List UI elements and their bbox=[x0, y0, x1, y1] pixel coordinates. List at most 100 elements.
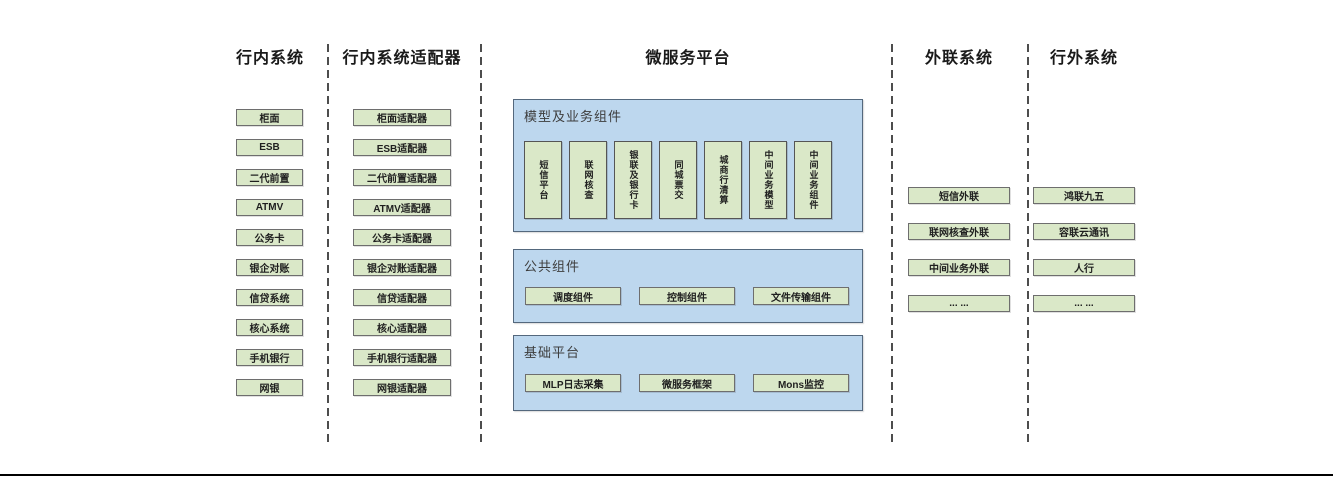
internal-system-box: ESB bbox=[236, 139, 303, 156]
external-link-box: ... ... bbox=[908, 295, 1010, 312]
adapter-box: ESB适配器 bbox=[353, 139, 451, 156]
internal-system-box-label: 柜面 bbox=[259, 114, 280, 125]
common-component-box: 文件传输组件 bbox=[753, 287, 849, 305]
outside-systems-list: 鸿联九五 容联云通讯 人行 ... ... bbox=[1033, 187, 1135, 312]
business-component-box: 联网核查 bbox=[569, 141, 607, 219]
internal-system-box-label: 手机银行 bbox=[249, 354, 290, 365]
base-platform-box: MLP日志采集 bbox=[525, 374, 621, 392]
base-platform-box-label: 微服务框架 bbox=[662, 379, 712, 391]
external-link-systems-list: 短信外联 联网核查外联 中间业务外联 ... ... bbox=[908, 187, 1010, 312]
internal-systems-list: 柜面 ESB 二代前置 ATMV 公务卡 银企对账 信贷系统 bbox=[236, 109, 303, 396]
outside-system-box-label: 容联云通讯 bbox=[1059, 228, 1109, 239]
adapter-box: 银企对账适配器 bbox=[353, 259, 451, 276]
common-component-box: 控制组件 bbox=[639, 287, 735, 305]
internal-system-box: 柜面 bbox=[236, 109, 303, 126]
base-platform-box: Mons监控 bbox=[753, 374, 849, 392]
base-platform-box-label: MLP日志采集 bbox=[542, 379, 604, 391]
adapter-box-label: 信贷适配器 bbox=[377, 294, 427, 305]
external-link-box-label: 联网核查外联 bbox=[929, 228, 989, 239]
adapter-box-label: 柜面适配器 bbox=[377, 114, 427, 125]
business-component-box: 中间业务模型 bbox=[749, 141, 787, 219]
adapter-box-label: 网银适配器 bbox=[377, 384, 427, 395]
base-platform-box-label: Mons监控 bbox=[777, 379, 825, 391]
adapter-box: ATMV适配器 bbox=[353, 199, 451, 216]
business-component-box-label: 中间业务组件 bbox=[808, 150, 819, 210]
adapter-box: 二代前置适配器 bbox=[353, 169, 451, 186]
outside-system-box: ... ... bbox=[1033, 295, 1135, 312]
business-component-box: 城商行清算 bbox=[704, 141, 742, 219]
external-link-box: 中间业务外联 bbox=[908, 259, 1010, 276]
column-title-microservice-platform: 微服务平台 bbox=[645, 50, 731, 67]
business-component-box-label: 同城票交 bbox=[673, 160, 684, 200]
panel-base-platform-label: 基础平台 bbox=[524, 345, 581, 360]
internal-system-box: 网银 bbox=[236, 379, 303, 396]
panel-model-business-components: 模型及业务组件 短信平台 联网核查 银联及银行卡 同城票交 bbox=[513, 99, 863, 232]
panel-model-business-components-label: 模型及业务组件 bbox=[524, 109, 623, 124]
internal-system-box: 二代前置 bbox=[236, 169, 303, 186]
adapter-box: 柜面适配器 bbox=[353, 109, 451, 126]
column-divider-1 bbox=[327, 44, 329, 446]
external-link-box: 联网核查外联 bbox=[908, 223, 1010, 240]
internal-system-box: 信贷系统 bbox=[236, 289, 303, 306]
business-component-box: 短信平台 bbox=[524, 141, 562, 219]
adapter-box: 手机银行适配器 bbox=[353, 349, 451, 366]
adapter-box: 网银适配器 bbox=[353, 379, 451, 396]
bottom-rule bbox=[0, 474, 1333, 476]
internal-system-box: ATMV bbox=[236, 199, 303, 216]
base-platform-box: 微服务框架 bbox=[639, 374, 735, 392]
panel-common-components: 公共组件 调度组件 控制组件 文件传输组件 bbox=[513, 249, 863, 323]
internal-system-box-label: 银企对账 bbox=[249, 264, 290, 275]
common-component-box: 调度组件 bbox=[525, 287, 621, 305]
business-component-box: 中间业务组件 bbox=[794, 141, 832, 219]
common-components-list: 调度组件 控制组件 文件传输组件 bbox=[525, 287, 862, 305]
internal-system-box: 银企对账 bbox=[236, 259, 303, 276]
common-component-box-label: 控制组件 bbox=[667, 292, 707, 304]
business-component-box-label: 银联及银行卡 bbox=[628, 150, 639, 210]
business-component-box: 同城票交 bbox=[659, 141, 697, 219]
column-title-internal-systems: 行内系统 bbox=[235, 50, 304, 67]
adapter-box-label: ESB适配器 bbox=[376, 144, 428, 155]
common-component-box-label: 调度组件 bbox=[553, 292, 593, 304]
internal-system-box: 公务卡 bbox=[236, 229, 303, 246]
external-link-box-label: 短信外联 bbox=[939, 192, 979, 203]
business-component-box-label: 短信平台 bbox=[538, 160, 549, 200]
column-divider-2 bbox=[480, 44, 482, 446]
internal-system-box-label: 二代前置 bbox=[249, 174, 290, 185]
internal-system-box-label: ESB bbox=[259, 142, 280, 153]
outside-system-box: 容联云通讯 bbox=[1033, 223, 1135, 240]
column-title-outside-systems: 行外系统 bbox=[1049, 50, 1118, 67]
column-divider-3 bbox=[891, 44, 893, 446]
outside-system-box: 人行 bbox=[1033, 259, 1135, 276]
adapter-box-label: ATMV适配器 bbox=[373, 204, 431, 215]
adapter-box-label: 公务卡适配器 bbox=[372, 234, 432, 245]
internal-system-box-label: 公务卡 bbox=[254, 234, 285, 245]
model-business-components-list: 短信平台 联网核查 银联及银行卡 同城票交 城商行清算 bbox=[524, 141, 832, 219]
external-link-box: 短信外联 bbox=[908, 187, 1010, 204]
internal-system-box-label: 核心系统 bbox=[249, 324, 290, 335]
internal-system-box: 核心系统 bbox=[236, 319, 303, 336]
adapter-box-label: 手机银行适配器 bbox=[367, 354, 437, 365]
external-link-box-label: ... ... bbox=[949, 298, 969, 309]
adapter-box: 公务卡适配器 bbox=[353, 229, 451, 246]
internal-system-box-label: 信贷系统 bbox=[249, 294, 290, 305]
business-component-box-label: 联网核查 bbox=[583, 160, 594, 200]
internal-adapters-list: 柜面适配器 ESB适配器 二代前置适配器 ATMV适配器 公务卡适配器 银企对账… bbox=[353, 109, 451, 396]
adapter-box-label: 核心适配器 bbox=[377, 324, 427, 335]
base-platform-list: MLP日志采集 微服务框架 Mons监控 bbox=[525, 374, 862, 392]
column-title-external-link-systems: 外联系统 bbox=[924, 50, 993, 67]
internal-system-box-label: 网银 bbox=[259, 384, 280, 395]
panel-base-platform: 基础平台 MLP日志采集 微服务框架 Mons监控 bbox=[513, 335, 863, 411]
business-component-box-label: 中间业务模型 bbox=[763, 150, 774, 210]
outside-system-box-label: 鸿联九五 bbox=[1064, 192, 1104, 203]
adapter-box: 信贷适配器 bbox=[353, 289, 451, 306]
internal-system-box: 手机银行 bbox=[236, 349, 303, 366]
column-title-internal-adapters: 行内系统适配器 bbox=[342, 50, 462, 67]
business-component-box: 银联及银行卡 bbox=[614, 141, 652, 219]
internal-system-box-label: ATMV bbox=[255, 202, 284, 213]
external-link-box-label: 中间业务外联 bbox=[929, 264, 989, 275]
adapter-box-label: 二代前置适配器 bbox=[367, 174, 437, 185]
adapter-box-label: 银企对账适配器 bbox=[367, 264, 437, 275]
panel-common-components-label: 公共组件 bbox=[524, 259, 581, 274]
outside-system-box-label: 人行 bbox=[1074, 264, 1094, 275]
